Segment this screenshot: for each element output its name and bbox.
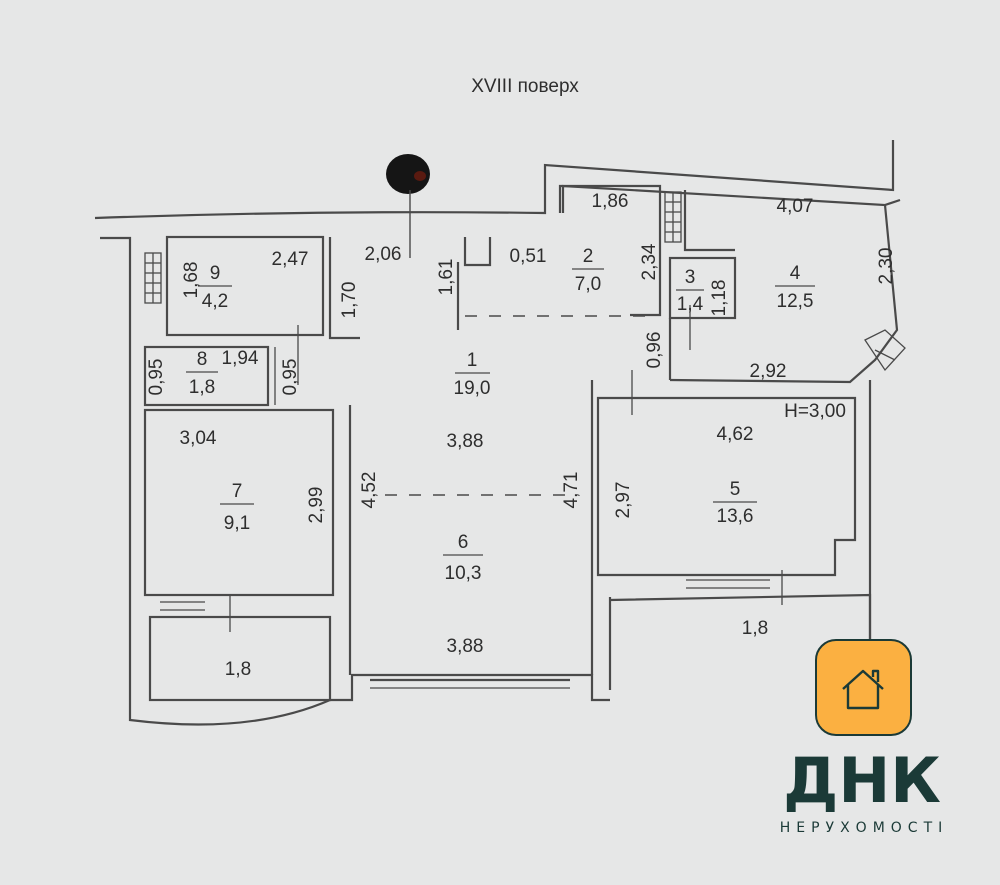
dimension: 1,18 — [709, 280, 730, 317]
dimension: 2,30 — [876, 248, 897, 285]
dimension: 1,70 — [339, 282, 360, 319]
room-9: 9 4,2 — [198, 263, 232, 312]
room-area: 1,8 — [189, 377, 215, 398]
logo-tagline: НЕРУХОМОСТІ — [780, 820, 949, 836]
dimension: 2,34 — [639, 243, 660, 280]
dimension: 1,61 — [436, 259, 457, 296]
room-number: 8 — [197, 349, 208, 370]
room-5: 5 13,6 — [713, 479, 757, 527]
room-area: 10,3 — [445, 563, 482, 584]
dimension: 3,88 — [447, 431, 484, 452]
dnk-logo: ДНК НЕРУХОМОСТІ — [780, 639, 949, 836]
dimension: 2,92 — [750, 361, 787, 382]
room-7: 7 9,1 — [220, 481, 254, 534]
room-area: 7,0 — [575, 274, 601, 295]
dimension: 4,71 — [561, 472, 582, 509]
room-1: 1 19,0 — [454, 350, 491, 399]
dimension: 4,62 — [717, 424, 754, 445]
room-area: 9,1 — [224, 513, 250, 534]
dimension: 0,51 — [510, 246, 547, 267]
room-6: 6 10,3 — [443, 532, 483, 584]
dimension: 1,68 — [181, 262, 202, 299]
room-number: 6 — [458, 532, 469, 553]
dimension: 2,06 — [365, 244, 402, 265]
room-area: 19,0 — [454, 378, 491, 399]
dimension: 4,07 — [777, 196, 814, 217]
room-number: 7 — [232, 481, 243, 502]
dimensions: 1,68 2,47 2,06 1,70 1,61 0,51 1,86 2,34 … — [146, 191, 897, 657]
room-4: 4 12,5 — [775, 263, 815, 312]
room-area: 13,6 — [717, 506, 754, 527]
dimension: 0,95 — [280, 359, 301, 396]
ceiling-height: H=3,00 — [784, 401, 846, 422]
dimension: 2,99 — [306, 487, 327, 524]
room-2: 2 7,0 — [572, 246, 604, 295]
room-area: 4,2 — [202, 291, 228, 312]
radiator-icon — [144, 252, 162, 304]
dimension: 0,96 — [644, 332, 665, 369]
dimension: 0,95 — [146, 359, 167, 396]
room-number: 4 — [790, 263, 801, 284]
balcony-right-area: 1,8 — [742, 618, 768, 639]
room-area: 1,4 — [677, 294, 704, 315]
walls — [94, 140, 906, 726]
north-marker-icon — [386, 154, 430, 258]
room-number: 9 — [210, 263, 221, 284]
logo-name: ДНК — [783, 744, 941, 817]
room-number: 1 — [467, 350, 478, 371]
balcony-left-area: 1,8 — [225, 659, 251, 680]
dimension: 1,86 — [592, 191, 629, 212]
room-number: 5 — [730, 479, 741, 500]
floor-title: XVIII поверх — [471, 76, 579, 97]
room-number: 3 — [685, 267, 696, 288]
dimension: 4,52 — [359, 472, 380, 509]
radiator-icon — [664, 191, 682, 243]
dimension: 3,88 — [447, 636, 484, 657]
dimension: 2,47 — [272, 249, 309, 270]
dimension: 1,94 — [222, 348, 259, 369]
room-number: 2 — [583, 246, 594, 267]
house-icon — [842, 669, 884, 710]
dimension: 2,97 — [613, 482, 634, 519]
dimension: 3,04 — [180, 428, 217, 449]
room-8: 8 1,8 — [186, 349, 218, 398]
room-3: 3 1,4 — [676, 267, 704, 315]
logo-badge — [815, 639, 912, 736]
room-area: 12,5 — [777, 291, 814, 312]
